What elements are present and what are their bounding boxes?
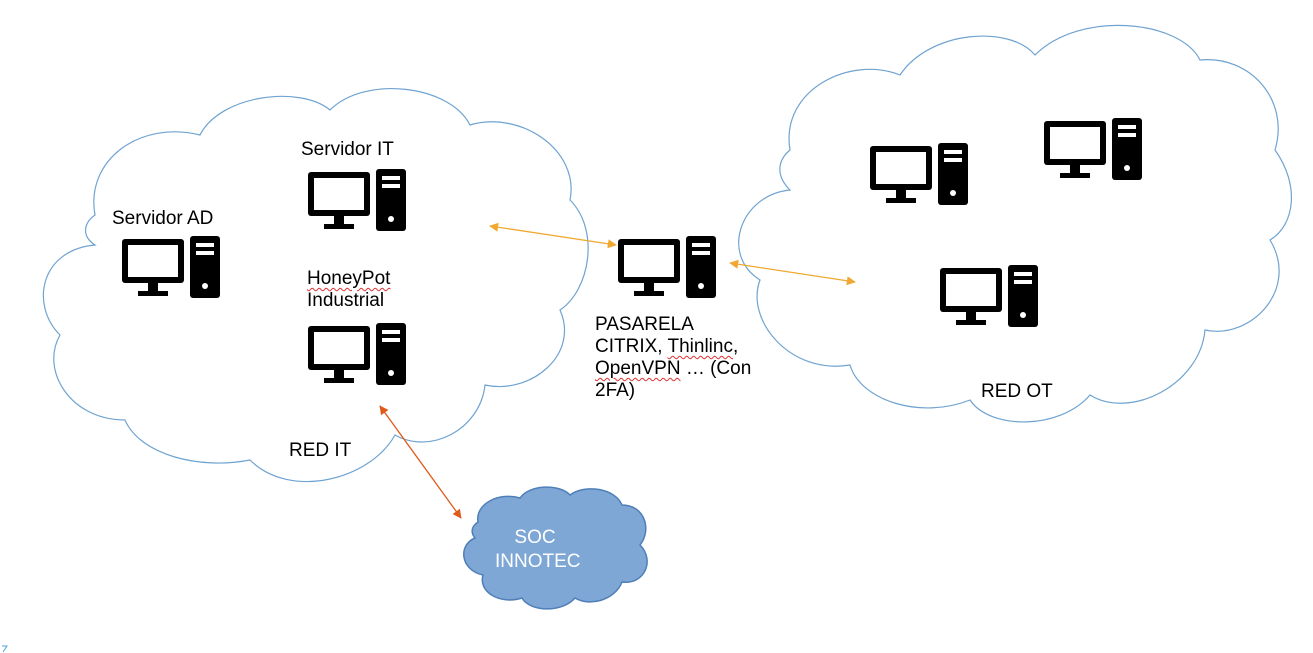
link-pasarela-ot [729,259,856,286]
pasarela-label-line3b: … (Con [680,358,752,379]
red-ot-label: RED OT [981,381,1053,402]
pasarela-label-line2c: , [732,336,739,357]
red-it-label: RED IT [289,440,352,461]
pasarela-label-line1: PASARELA [595,314,694,335]
cloud-red-ot [738,24,1293,423]
pasarela-computer-icon [618,236,716,298]
servidor-it-label: Servidor IT [301,139,394,160]
pasarela-label-openvpn: OpenVPN [595,358,681,379]
honeypot-label-line2: Industrial [307,290,385,311]
soc-label-line2: INNOTEC [495,551,581,572]
link-it-pasarela [489,222,617,249]
pasarela-label-line2a: CITRIX, [595,336,668,357]
pasarela-label: PASARELA CITRIX, Thinlinc, OpenVPN … (Co… [595,314,751,402]
pasarela-label-line4: 2FA) [595,380,636,401]
servidor-ad-label: Servidor AD [112,208,214,229]
soc-innotec-label: SOC INNOTEC [495,526,581,574]
corner-mark [2,645,8,653]
pasarela-label-thinlinc: Thinlinc [667,336,733,357]
cloud-red-it [42,88,589,483]
cloud-soc-innotec [463,486,648,610]
honeypot-label: HoneyPot Industrial [307,268,390,312]
soc-label-line1: SOC [514,527,556,548]
link-honeypot-soc [379,405,462,519]
honeypot-label-line1: HoneyPot [307,268,391,289]
